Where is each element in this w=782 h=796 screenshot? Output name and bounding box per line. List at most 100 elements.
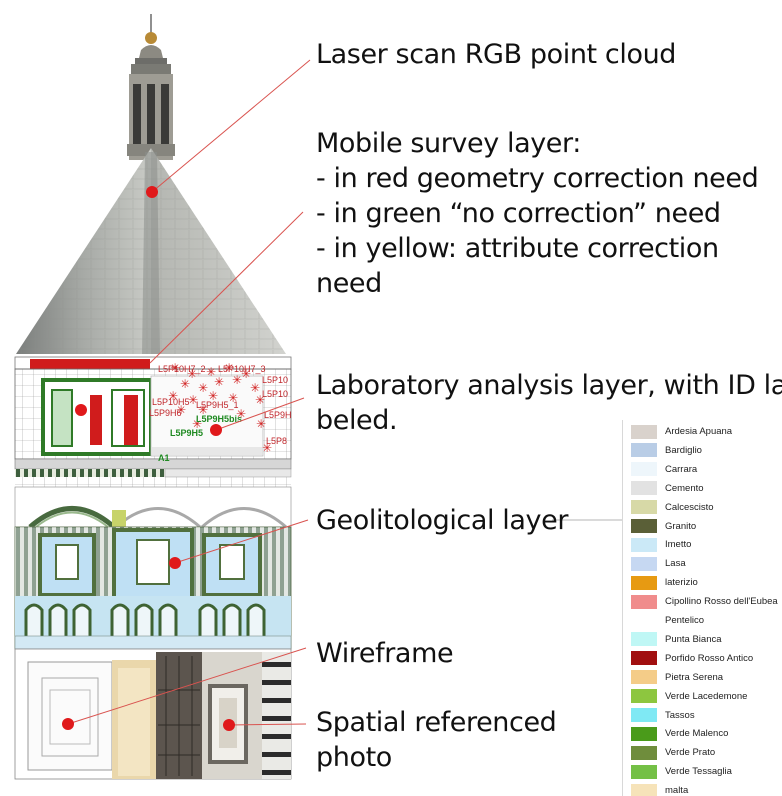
lab-sample-points: ✳✳✳✳✳✳✳✳✳✳✳✳✳✳✳✳✳✳✳✳✳ bbox=[168, 361, 272, 455]
lab-tag: L5P9H6 bbox=[149, 408, 182, 418]
legend-swatch bbox=[631, 462, 657, 477]
marker-laboratory bbox=[210, 424, 222, 436]
legend-label: Bardiglio bbox=[665, 444, 702, 456]
legend-item: Punta Bianca bbox=[631, 631, 722, 648]
legend-label: Imetto bbox=[665, 539, 692, 551]
legend-label: laterizio bbox=[665, 577, 698, 589]
photo-line-1: Spatial referenced bbox=[316, 707, 557, 738]
legend-item: Calcescisto bbox=[631, 499, 714, 516]
legend-swatch bbox=[631, 651, 657, 666]
legend-item: Carrara bbox=[631, 461, 697, 478]
legend-swatch bbox=[631, 519, 657, 533]
legend-swatch bbox=[631, 708, 657, 722]
sample-star: ✳ bbox=[232, 373, 242, 387]
ground-storey bbox=[14, 648, 292, 780]
marker-photo bbox=[223, 719, 235, 731]
sample-star: ✳ bbox=[188, 393, 198, 407]
legend-swatch bbox=[631, 575, 657, 590]
legend-item: Verde Prato bbox=[631, 744, 715, 761]
mobile-yellow-2: need bbox=[316, 268, 382, 299]
sample-star: ✳ bbox=[170, 361, 180, 375]
sample-star: ✳ bbox=[214, 375, 224, 389]
legend-swatch bbox=[631, 613, 657, 628]
legend-label: Carrara bbox=[665, 463, 698, 475]
legend-swatch bbox=[631, 500, 657, 515]
legend-item: Ardesia Apuana bbox=[631, 423, 732, 440]
marker-wireframe bbox=[62, 718, 74, 730]
sample-star: ✳ bbox=[206, 365, 216, 379]
lantern bbox=[127, 14, 175, 160]
lab-tag: L5P9H5bis bbox=[196, 414, 242, 424]
lab-tag: L5P10 bbox=[262, 375, 288, 385]
legend-label: Cemento bbox=[665, 482, 704, 494]
legend-swatch bbox=[631, 556, 657, 571]
legend-swatch bbox=[631, 670, 657, 685]
mobile-yellow: - in yellow: attribute correction bbox=[316, 233, 719, 264]
marker-geolitological bbox=[169, 557, 181, 569]
legend-label: Punta Bianca bbox=[665, 633, 722, 645]
legend-label: Tassos bbox=[665, 709, 695, 721]
label-wireframe: Wireframe bbox=[316, 638, 454, 669]
lab-id-tags: L5P10H7_2 L5P10H7_3 L5P10 L5P10 L5P9H6 L… bbox=[149, 364, 292, 463]
legend-swatch bbox=[631, 424, 657, 439]
legend-item: Granito bbox=[631, 518, 696, 535]
mobile-red: - in red geometry correction need bbox=[316, 163, 759, 194]
legend-label: Granito bbox=[665, 520, 697, 532]
lab-tag: L5P10H7_2 bbox=[158, 364, 206, 374]
legend-label: malta bbox=[665, 785, 689, 796]
legend-swatch bbox=[631, 745, 657, 760]
leader-lines bbox=[67, 59, 311, 726]
layer-markers bbox=[62, 186, 235, 731]
sample-star: ✳ bbox=[241, 367, 251, 381]
legend-swatch bbox=[631, 537, 657, 552]
legend-item: Cipollino Rosso dell'Eubea bbox=[631, 593, 778, 610]
label-point-cloud: Laser scan RGB point cloud bbox=[316, 39, 677, 70]
sample-star: ✳ bbox=[256, 417, 266, 431]
arcade-band bbox=[14, 486, 292, 529]
legend-item: laterizio bbox=[631, 574, 698, 591]
legend-label: Lasa bbox=[665, 558, 686, 570]
legend-item: Verde Malenco bbox=[631, 725, 728, 742]
legend-item: Verde Tessaglia bbox=[631, 763, 732, 780]
legend-item: Bardiglio bbox=[631, 442, 702, 459]
legend-label: Verde Malenco bbox=[665, 728, 729, 740]
lab-line-2: beled. bbox=[316, 405, 398, 436]
legend-swatch bbox=[631, 689, 657, 704]
sample-star: ✳ bbox=[255, 393, 265, 407]
legend-label: Pietra Serena bbox=[665, 671, 724, 683]
sample-star: ✳ bbox=[192, 417, 202, 431]
mobile-title: Mobile survey layer: bbox=[316, 128, 581, 159]
sample-star: ✳ bbox=[236, 407, 246, 421]
legend-label: Cipollino Rosso dell'Eubea bbox=[665, 596, 778, 608]
legend-label: Verde Lacedemone bbox=[665, 690, 748, 702]
legend-swatch bbox=[631, 783, 657, 796]
lab-tag: L5P8 bbox=[266, 436, 287, 446]
roof-point-cloud bbox=[16, 148, 286, 354]
geolitological-storey bbox=[14, 526, 292, 650]
legend-label: Pentelico bbox=[665, 615, 705, 626]
legend-item: Porfido Rosso Antico bbox=[631, 650, 753, 667]
sample-star: ✳ bbox=[198, 381, 208, 395]
lab-tag: L5P9H5_1 bbox=[196, 400, 239, 410]
label-laboratory: Laboratory analysis layer, with ID la- b… bbox=[316, 368, 782, 438]
lab-tag: L5P9H bbox=[264, 410, 292, 420]
sample-star: ✳ bbox=[262, 441, 272, 455]
mobile-green: - in green “no correction” need bbox=[316, 198, 721, 229]
label-photo: Spatial referenced photo bbox=[316, 705, 557, 775]
legend-item: Pietra Serena bbox=[631, 669, 723, 686]
lab-tag: A1 bbox=[158, 453, 170, 463]
legend-item: Tassos bbox=[631, 707, 695, 724]
sample-star: ✳ bbox=[168, 389, 178, 403]
marker-point-cloud bbox=[146, 186, 158, 198]
sample-star: ✳ bbox=[228, 391, 238, 405]
sample-star: ✳ bbox=[224, 361, 234, 375]
legend-label: Verde Tessaglia bbox=[665, 766, 732, 778]
sample-star: ✳ bbox=[250, 381, 260, 395]
lab-line-1: Laboratory analysis layer, with ID la- bbox=[316, 370, 782, 401]
legend-item: Lasa bbox=[631, 555, 686, 572]
lab-tag: L5P10H7_3 bbox=[218, 364, 266, 374]
legend-item: Pentelico bbox=[631, 612, 704, 629]
label-mobile-survey: Mobile survey layer: - in red geometry c… bbox=[316, 126, 759, 301]
marker-mobile-survey bbox=[75, 404, 87, 416]
